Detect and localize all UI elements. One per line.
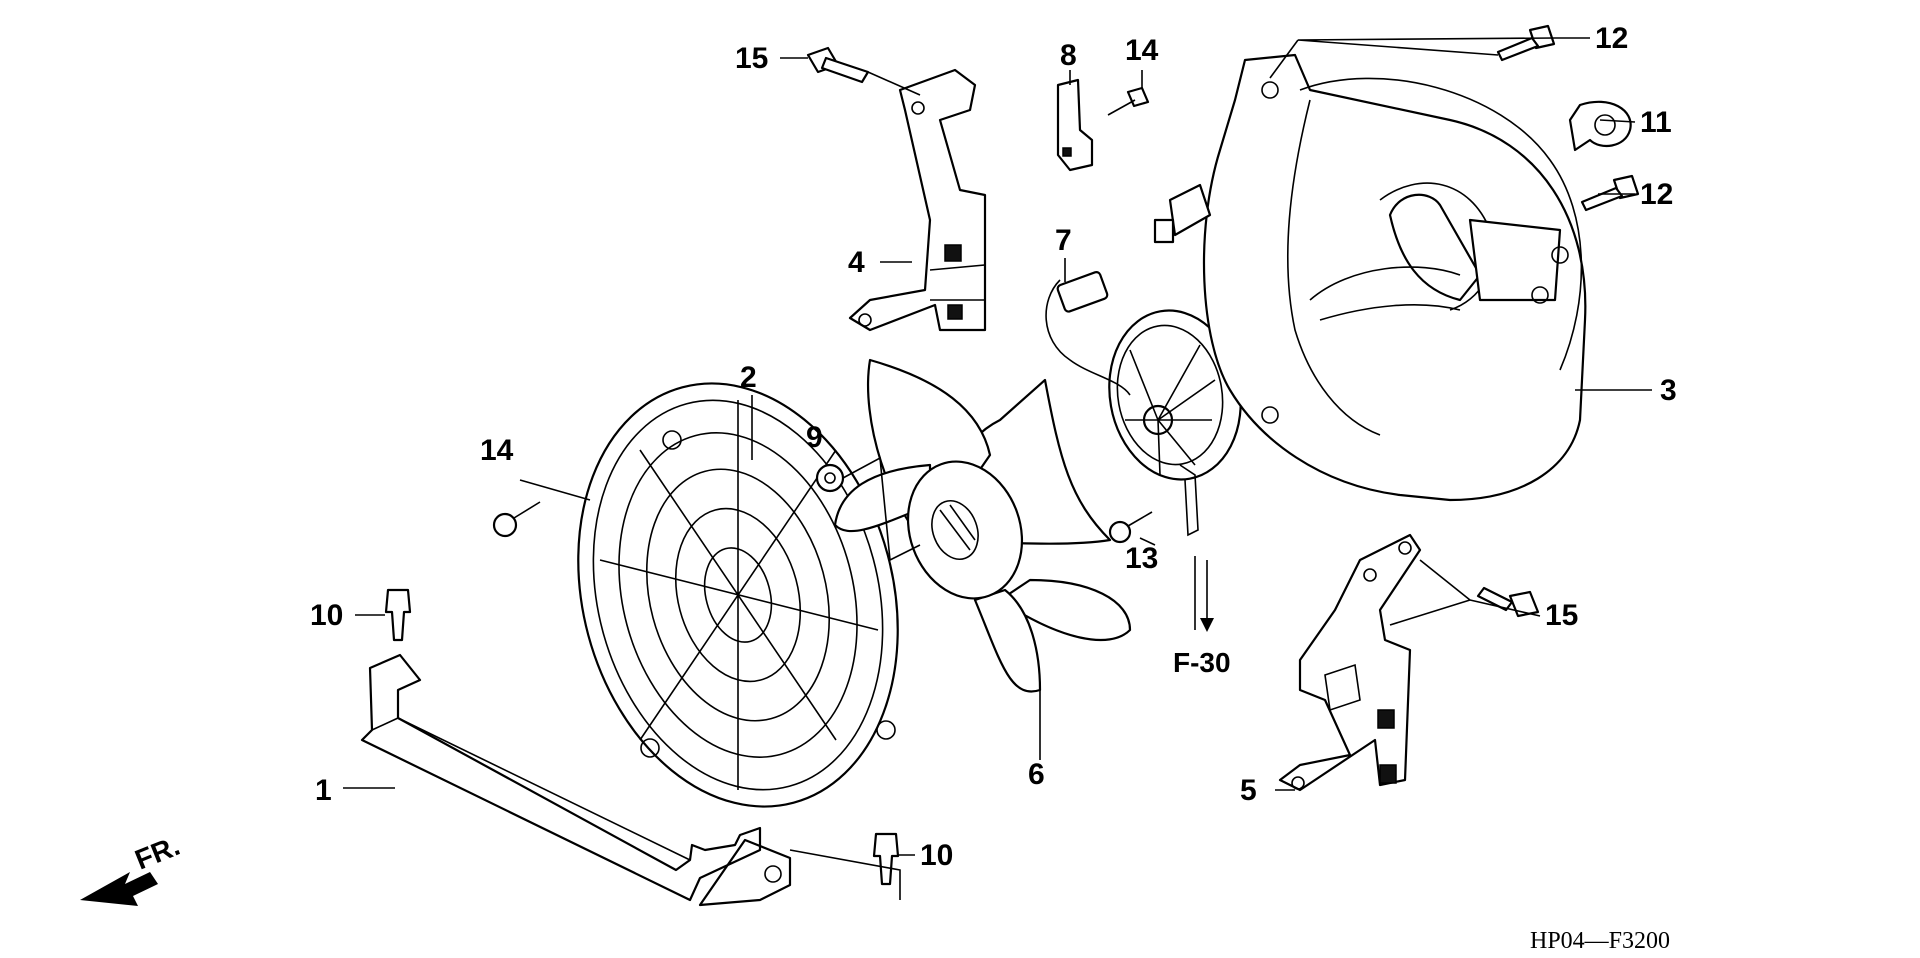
reference-arrow xyxy=(1200,560,1214,632)
callout-14-upper: 14 xyxy=(1125,34,1159,67)
callout-12-upper: 12 xyxy=(1595,22,1628,55)
reference-label: F-30 xyxy=(1173,647,1231,678)
callout-11: 11 xyxy=(1640,106,1672,139)
part-4-upper-bracket xyxy=(848,68,987,332)
callout-10-left: 10 xyxy=(310,599,343,632)
callout-15-upper: 15 xyxy=(735,42,768,75)
callout-8: 8 xyxy=(1060,39,1077,72)
screw-13 xyxy=(1108,511,1153,544)
callout-12-lower: 12 xyxy=(1640,178,1673,211)
clip-10-right xyxy=(872,832,900,886)
diagram-code: HP04—F3200 xyxy=(1530,928,1670,954)
part-2-fan-grille xyxy=(577,382,899,808)
clip-10-left xyxy=(384,588,412,642)
screw-14-lower xyxy=(492,501,541,538)
bolt-15-lower xyxy=(1476,586,1540,618)
part-1-lower-cover xyxy=(360,653,792,907)
callout-7: 7 xyxy=(1055,224,1072,257)
part-8-clamp xyxy=(1056,78,1094,172)
callout-10-right: 10 xyxy=(920,839,953,872)
bolt-15-upper xyxy=(806,46,870,84)
callout-9: 9 xyxy=(806,421,823,454)
nut-9 xyxy=(815,463,845,493)
screw-14-upper xyxy=(1107,86,1150,116)
callout-6: 6 xyxy=(1028,758,1045,791)
callout-4: 4 xyxy=(848,246,865,279)
part-6-fan-blade xyxy=(833,358,1132,693)
part-11-hose-clip xyxy=(1568,100,1632,152)
front-arrow-icon xyxy=(80,872,158,906)
callout-3: 3 xyxy=(1660,374,1677,407)
callout-13: 13 xyxy=(1125,542,1158,575)
callout-14-left: 14 xyxy=(480,434,514,467)
leader-lines xyxy=(343,37,1652,900)
callout-1: 1 xyxy=(315,774,332,807)
bolt-12-upper xyxy=(1496,24,1556,62)
part-3-fan-shroud xyxy=(1153,53,1587,502)
callout-15-lower: 15 xyxy=(1545,599,1578,632)
part-5-lower-bracket xyxy=(1278,533,1422,792)
callout-2: 2 xyxy=(740,361,757,394)
bolt-12-lower xyxy=(1580,174,1640,212)
callout-5: 5 xyxy=(1240,774,1257,807)
front-indicator-label: FR. xyxy=(131,830,184,876)
